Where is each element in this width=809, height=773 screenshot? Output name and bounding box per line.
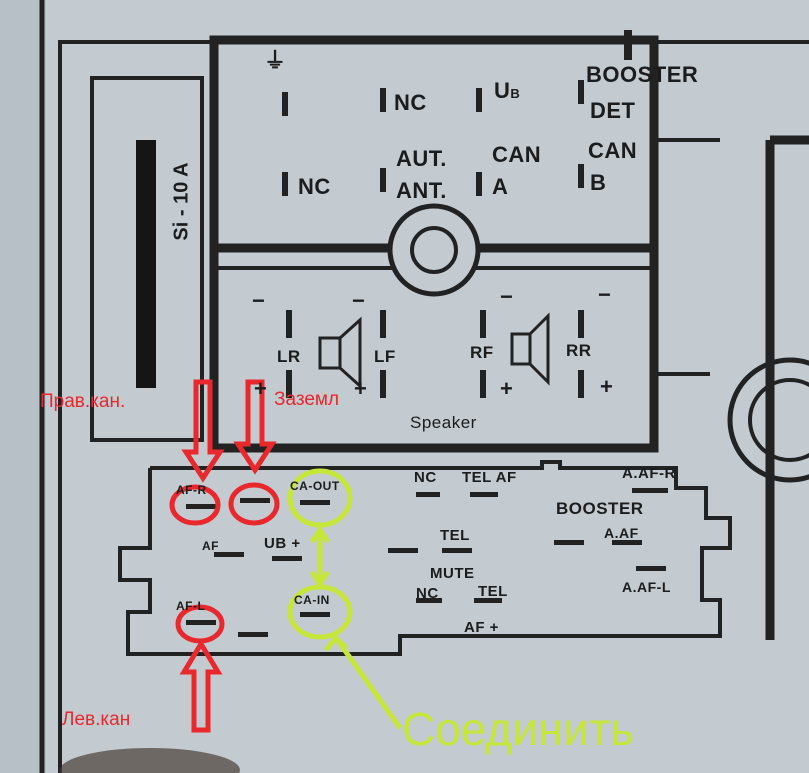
pin-label-af-r: AF-R — [176, 483, 207, 497]
fuse-label: Si - 10 A — [170, 162, 193, 241]
pin-label-tel: TEL — [440, 527, 470, 544]
pin-label-aut-ant-1: AUT. — [396, 146, 447, 171]
pin-label-booster: BOOSTER — [556, 499, 644, 518]
speaker-label-lr: LR — [277, 347, 301, 366]
speaker-lr-minus: − — [252, 288, 266, 313]
speaker-caption: Speaker — [410, 413, 477, 432]
pin-label-nc-top: NC — [414, 469, 437, 486]
green-markup — [287, 468, 403, 730]
pin-label-af-minus: AF — [202, 539, 219, 553]
pin-label-can-b-2: B — [590, 170, 607, 195]
annotation-left-channel: Лев.кан — [62, 709, 131, 730]
annotation-right-channel: Прав.кан. — [40, 391, 126, 412]
speaker-rf-plus: + — [500, 376, 514, 401]
speaker-lf-minus: − — [352, 288, 366, 313]
pin-label-a-af-r: A.AF-R — [622, 465, 676, 482]
pin-label-ca-in: CA-IN — [294, 593, 330, 607]
pin-label-nc-bottom: NC — [416, 585, 439, 602]
pin-label-mute: MUTE — [430, 565, 475, 582]
pin-label-nc-2: NC — [298, 174, 331, 199]
annotation-ground: Заземл — [274, 389, 340, 410]
pin-label-ca-out: CA-OUT — [290, 479, 340, 493]
red-markup — [169, 379, 280, 733]
speaker-label-rr: RR — [566, 341, 592, 360]
pin-label-tel-af-plus-1: TEL — [478, 583, 508, 600]
pin-label-af-l: AF-L — [176, 599, 206, 613]
pin-label-can-b-1: CAN — [588, 138, 638, 163]
ground-symbol-icon: ⏚ — [264, 48, 287, 73]
pin-label-ub-plus: UB + — [264, 535, 301, 552]
speaker-lr-plus: + — [254, 376, 268, 401]
pin-label-can-a-2: A — [492, 174, 509, 199]
pin-label-ub: UB — [494, 78, 521, 103]
speaker-label-lf: LF — [374, 347, 396, 366]
pin-label-aut-ant-2: ANT. — [396, 178, 447, 203]
speaker-label-rf: RF — [470, 343, 494, 362]
pin-label-tel-af-plus-2: AF + — [464, 619, 499, 636]
pin-label-booster-det-2: DET — [590, 98, 636, 123]
speaker-rr-plus: + — [600, 374, 614, 399]
pin-label-can-a-1: CAN — [492, 142, 542, 167]
annotation-connect: Соединить — [402, 703, 635, 755]
pin-label-tel-af: TEL AF — [462, 469, 517, 486]
pin-label-a-af-plus: A.AF — [604, 525, 639, 541]
pin-label-booster-det-1: BOOSTER — [586, 62, 699, 87]
pin-label-nc-1: NC — [394, 90, 427, 115]
pin-label-a-af-l: A.AF-L — [622, 579, 671, 595]
speaker-rr-minus: − — [598, 282, 612, 307]
speaker-rf-minus: − — [500, 284, 514, 309]
speaker-lf-plus: + — [354, 376, 368, 401]
